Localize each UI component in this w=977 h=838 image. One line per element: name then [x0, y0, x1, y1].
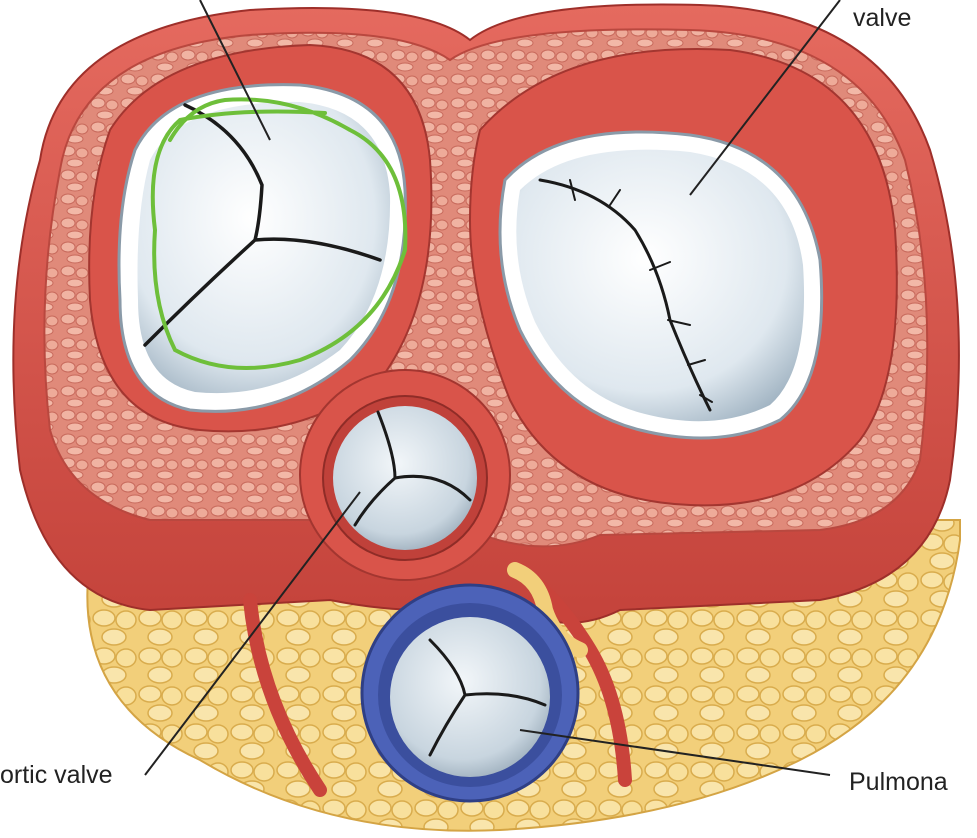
- coronary-artery-left: [243, 593, 327, 797]
- leader-line-pulmonary: [519, 729, 831, 776]
- label-aortic-valve: ortic valve: [0, 761, 113, 789]
- leader-line-top-left: [199, 0, 271, 141]
- pulmonary-valve: [360, 583, 580, 803]
- green-annotation-circle: [150, 97, 408, 370]
- label-pulmonary-valve: Pulmona: [849, 768, 948, 796]
- label-top-right: valve: [853, 4, 912, 32]
- leader-line-aortic: [144, 491, 361, 776]
- tricuspid-valve: [117, 83, 407, 413]
- aortic-valve: [299, 369, 511, 581]
- leader-line-top-right: [689, 0, 841, 196]
- mitral-valve: [498, 130, 824, 440]
